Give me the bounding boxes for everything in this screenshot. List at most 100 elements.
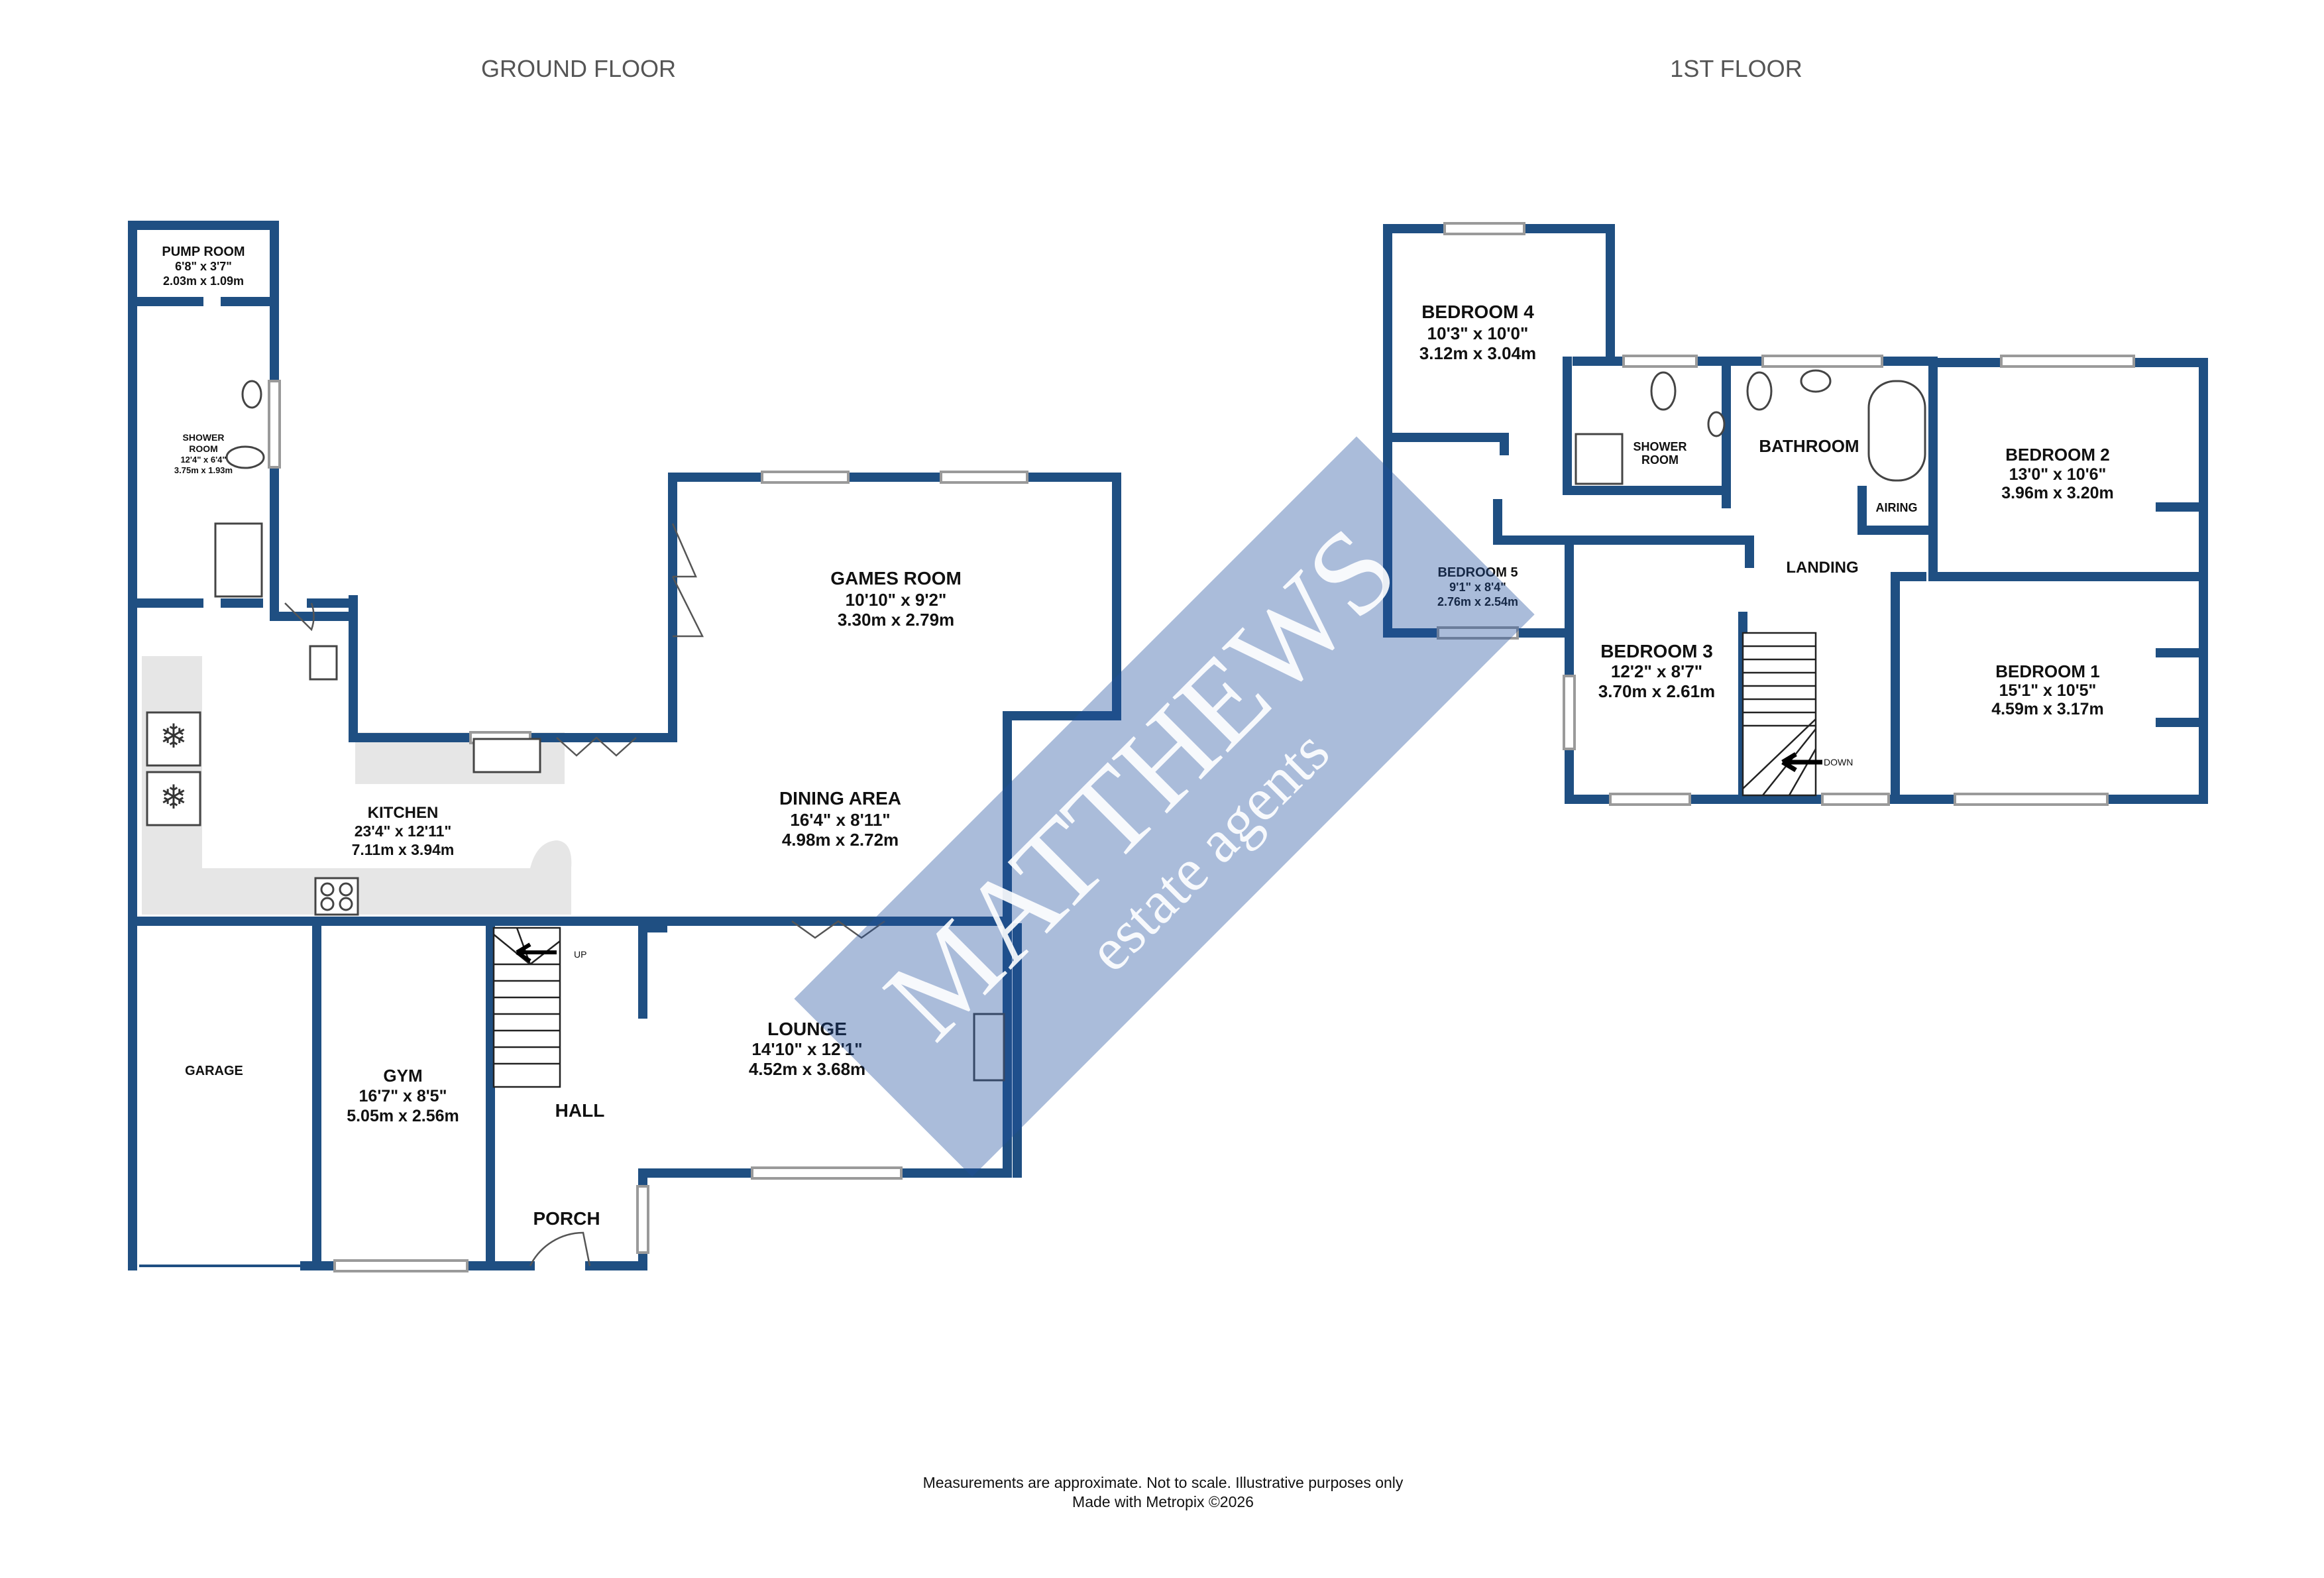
basin-icon <box>1800 369 1832 393</box>
hob-ring-icon <box>320 882 335 897</box>
snowflake-icon-2: ❄ <box>160 779 188 816</box>
hall-name: HALL <box>555 1100 605 1121</box>
bed5-window <box>1437 626 1519 640</box>
bedroom-3-name: BEDROOM 3 <box>1600 641 1713 661</box>
games-window-1 <box>761 471 850 484</box>
hob-ring-icon <box>320 897 335 911</box>
sink-icon <box>472 738 541 773</box>
pump-room-dim-metric: 2.03m x 1.09m <box>163 274 244 288</box>
porch-door <box>529 1231 591 1267</box>
shower-tray-icon <box>214 522 263 598</box>
ground-shower-dim-imperial: 12'4" x 6'4" <box>180 455 226 465</box>
kitchen-bifold-door <box>556 736 637 757</box>
kitchen-worktop <box>142 656 572 915</box>
gym-name: GYM <box>383 1066 422 1086</box>
hob-ring-icon <box>339 882 353 897</box>
bathroom-name: BATHROOM <box>1759 436 1859 456</box>
games-room-name: GAMES ROOM <box>830 568 962 589</box>
games-bifold-door <box>671 523 697 578</box>
lounge-name: LOUNGE <box>767 1019 847 1039</box>
bedroom-1-name: BEDROOM 1 <box>1995 661 2099 681</box>
bed2-window <box>2000 355 2135 368</box>
shower-tray-icon <box>1575 433 1624 485</box>
bedroom-2-dim-imperial: 13'0" x 10'6" <box>2009 465 2107 484</box>
toilet-icon <box>1746 371 1773 411</box>
pump-room-name: PUMP ROOM <box>162 245 245 259</box>
shower-door <box>284 602 315 632</box>
up-arrow-icon <box>516 942 557 963</box>
games-room-dim-metric: 3.30m x 2.79m <box>838 610 954 630</box>
footer-disclaimer: Measurements are approximate. Not to sca… <box>923 1474 1404 1491</box>
stairs-up-label: UP <box>574 949 586 960</box>
ground-stairs: UP <box>492 927 586 1088</box>
games-room-dim-imperial: 10'10" x 9'2" <box>846 590 947 610</box>
bed3-window <box>1563 675 1576 750</box>
shower-window <box>268 380 281 469</box>
first-floor-plan: DOWN BEDROOM 4 10'3" x 10'0" 3.12m x 3.0… <box>1383 222 2208 806</box>
lounge-dim-imperial: 14'10" x 12'1" <box>751 1039 862 1059</box>
ground-shower-name: SHOWER <box>183 432 225 443</box>
gym-window <box>333 1259 469 1272</box>
bedroom-2-dim-metric: 3.96m x 3.20m <box>2001 484 2114 502</box>
lounge-dim-metric: 4.52m x 3.68m <box>749 1059 865 1079</box>
footer-credit: Made with Metropix ©2026 <box>1072 1493 1254 1510</box>
first-shower-name-2: ROOM <box>1641 453 1679 467</box>
hob-icon <box>314 877 359 916</box>
snowflake-icon: ❄ <box>160 718 188 755</box>
ground-shower-dim-metric: 3.75m x 1.93m <box>174 465 233 475</box>
porch-name: PORCH <box>533 1208 600 1229</box>
bedroom-5-dim-metric: 2.76m x 2.54m <box>1437 595 1518 608</box>
watermark-band <box>794 436 1535 1177</box>
stairs-down-label: DOWN <box>1824 757 1853 767</box>
freezer-icon <box>146 711 201 767</box>
down-arrow-icon <box>1781 752 1822 773</box>
first-walls-inner <box>1383 294 2208 804</box>
bedroom-3-dim-imperial: 12'2" x 8'7" <box>1611 661 1702 681</box>
watermark: MATTHEWS estate agents <box>794 436 1535 1177</box>
bed4-window <box>1443 222 1525 235</box>
kitchen-dim-metric: 7.11m x 3.94m <box>352 841 455 858</box>
bed1-window <box>1954 793 2109 806</box>
ground-walls-inner <box>128 297 1022 1267</box>
lounge-bifold-door <box>791 920 885 939</box>
bedroom-3-dim-metric: 3.70m x 2.61m <box>1598 681 1715 701</box>
dining-dim-metric: 4.98m x 2.72m <box>782 830 899 850</box>
dining-dim-imperial: 16'4" x 8'11" <box>790 810 890 830</box>
bed3-window-2 <box>1609 793 1691 806</box>
fireplace-icon <box>973 1013 1005 1082</box>
bath-icon <box>1867 380 1926 482</box>
ground-floor-plan: ❄ ❄ UP PUMP ROOM 6'8" x 3'7" 2 <box>128 221 1121 1272</box>
gym-dim-imperial: 16'7" x 8'5" <box>359 1087 447 1105</box>
bedroom-5-name: BEDROOM 5 <box>1437 565 1518 580</box>
games-bifold-door-2 <box>671 576 704 638</box>
first-stairs: DOWN <box>1742 632 1853 797</box>
bedroom-4-name: BEDROOM 4 <box>1421 302 1534 322</box>
toilet-icon <box>225 445 265 469</box>
bedroom-4-dim-metric: 3.12m x 3.04m <box>1419 343 1536 363</box>
shower1-window <box>1622 355 1698 368</box>
bedroom-2-name: BEDROOM 2 <box>2005 445 2109 465</box>
bedroom-4-dim-imperial: 10'3" x 10'0" <box>1427 323 1529 343</box>
first-floor-title: 1ST FLOOR <box>1670 55 1802 82</box>
gym-dim-metric: 5.05m x 2.56m <box>347 1107 459 1125</box>
basin-icon <box>1707 411 1726 437</box>
pump-room-dim-imperial: 6'8" x 3'7" <box>175 260 232 273</box>
kitchen-name: KITCHEN <box>368 804 439 822</box>
kitchen-dim-imperial: 23'4" x 12'11" <box>355 822 452 840</box>
landing-window <box>1821 793 1890 806</box>
lounge-window <box>751 1166 903 1180</box>
games-window-2 <box>940 471 1028 484</box>
ground-shower-name-2: ROOM <box>189 443 218 454</box>
boiler-icon <box>309 645 338 681</box>
bath-window <box>1761 355 1883 368</box>
dining-name: DINING AREA <box>779 788 901 809</box>
basin-icon <box>241 380 262 409</box>
ground-floor-title: GROUND FLOOR <box>481 55 676 82</box>
toilet-icon <box>1650 371 1677 411</box>
airing-name: AIRING <box>1876 501 1918 514</box>
landing-name: LANDING <box>1786 559 1858 577</box>
bedroom-1-dim-metric: 4.59m x 3.17m <box>1991 700 2104 718</box>
hob-ring-icon <box>339 897 353 911</box>
bedroom-1-dim-imperial: 15'1" x 10'5" <box>1999 681 2097 700</box>
